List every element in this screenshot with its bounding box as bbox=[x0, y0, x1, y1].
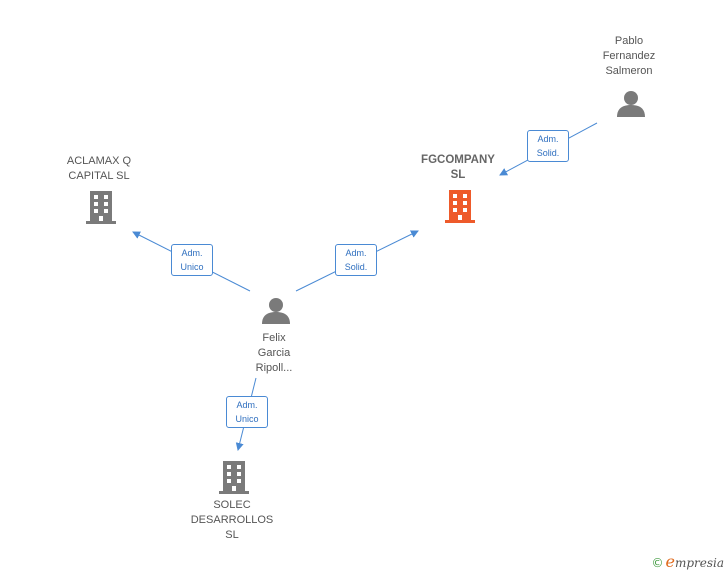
edge-badge-felix-aclamax[interactable]: Adm. Unico bbox=[171, 244, 213, 276]
node-label-line: CAPITAL SL bbox=[68, 170, 130, 182]
edge-badge-line: Unico bbox=[180, 262, 204, 272]
node-label-aclamax[interactable]: ACLAMAX Q CAPITAL SL bbox=[44, 154, 154, 184]
node-label-line: Ripoll... bbox=[255, 362, 293, 374]
node-label-line: Felix bbox=[262, 332, 286, 344]
edge-badge-felix-solec[interactable]: Adm. Unico bbox=[226, 396, 268, 428]
node-label-line: ACLAMAX Q bbox=[66, 155, 132, 167]
node-label-pablo[interactable]: Pablo Fernandez Salmeron bbox=[574, 34, 684, 79]
node-label-fgcompany[interactable]: FGCOMPANY SL bbox=[403, 153, 513, 183]
node-label-line: SL bbox=[450, 169, 466, 181]
edge-badge-line: Adm. bbox=[345, 248, 367, 258]
edge-badge-line: Adm. bbox=[181, 248, 203, 258]
copyright-icon: © bbox=[651, 556, 664, 570]
person-icon[interactable] bbox=[261, 296, 291, 326]
brand-initial: e bbox=[665, 552, 675, 571]
node-label-line: Salmeron bbox=[605, 65, 653, 77]
edge-badge-felix-fgcompany[interactable]: Adm. Solid. bbox=[335, 244, 377, 276]
node-label-line: Pablo bbox=[614, 35, 644, 47]
node-label-line: Fernandez bbox=[602, 50, 656, 62]
node-label-solec[interactable]: SOLEC DESARROLLOS SL bbox=[177, 498, 287, 543]
edge-badge-line: Adm. bbox=[537, 134, 559, 144]
node-label-line: SL bbox=[225, 529, 239, 541]
brand-logo: ©empresia bbox=[651, 552, 724, 571]
edge-badge-pablo-fgcompany[interactable]: Adm. Solid. bbox=[527, 130, 569, 162]
edge-badge-line: Solid. bbox=[536, 148, 560, 158]
node-label-line: SOLEC bbox=[213, 499, 251, 511]
building-icon[interactable] bbox=[444, 189, 476, 223]
node-label-line: Garcia bbox=[257, 347, 291, 359]
brand-name: mpresia bbox=[674, 556, 724, 570]
edge-badge-line: Solid. bbox=[344, 262, 368, 272]
person-icon[interactable] bbox=[616, 89, 646, 119]
node-label-line: FGCOMPANY bbox=[421, 154, 495, 166]
node-label-line: DESARROLLOS bbox=[190, 514, 274, 526]
node-label-felix[interactable]: Felix Garcia Ripoll... bbox=[219, 331, 329, 376]
building-icon[interactable] bbox=[85, 190, 117, 224]
edge-badge-line: Adm. bbox=[236, 400, 258, 410]
edge-badge-line: Unico bbox=[235, 414, 259, 424]
building-icon[interactable] bbox=[218, 460, 250, 494]
